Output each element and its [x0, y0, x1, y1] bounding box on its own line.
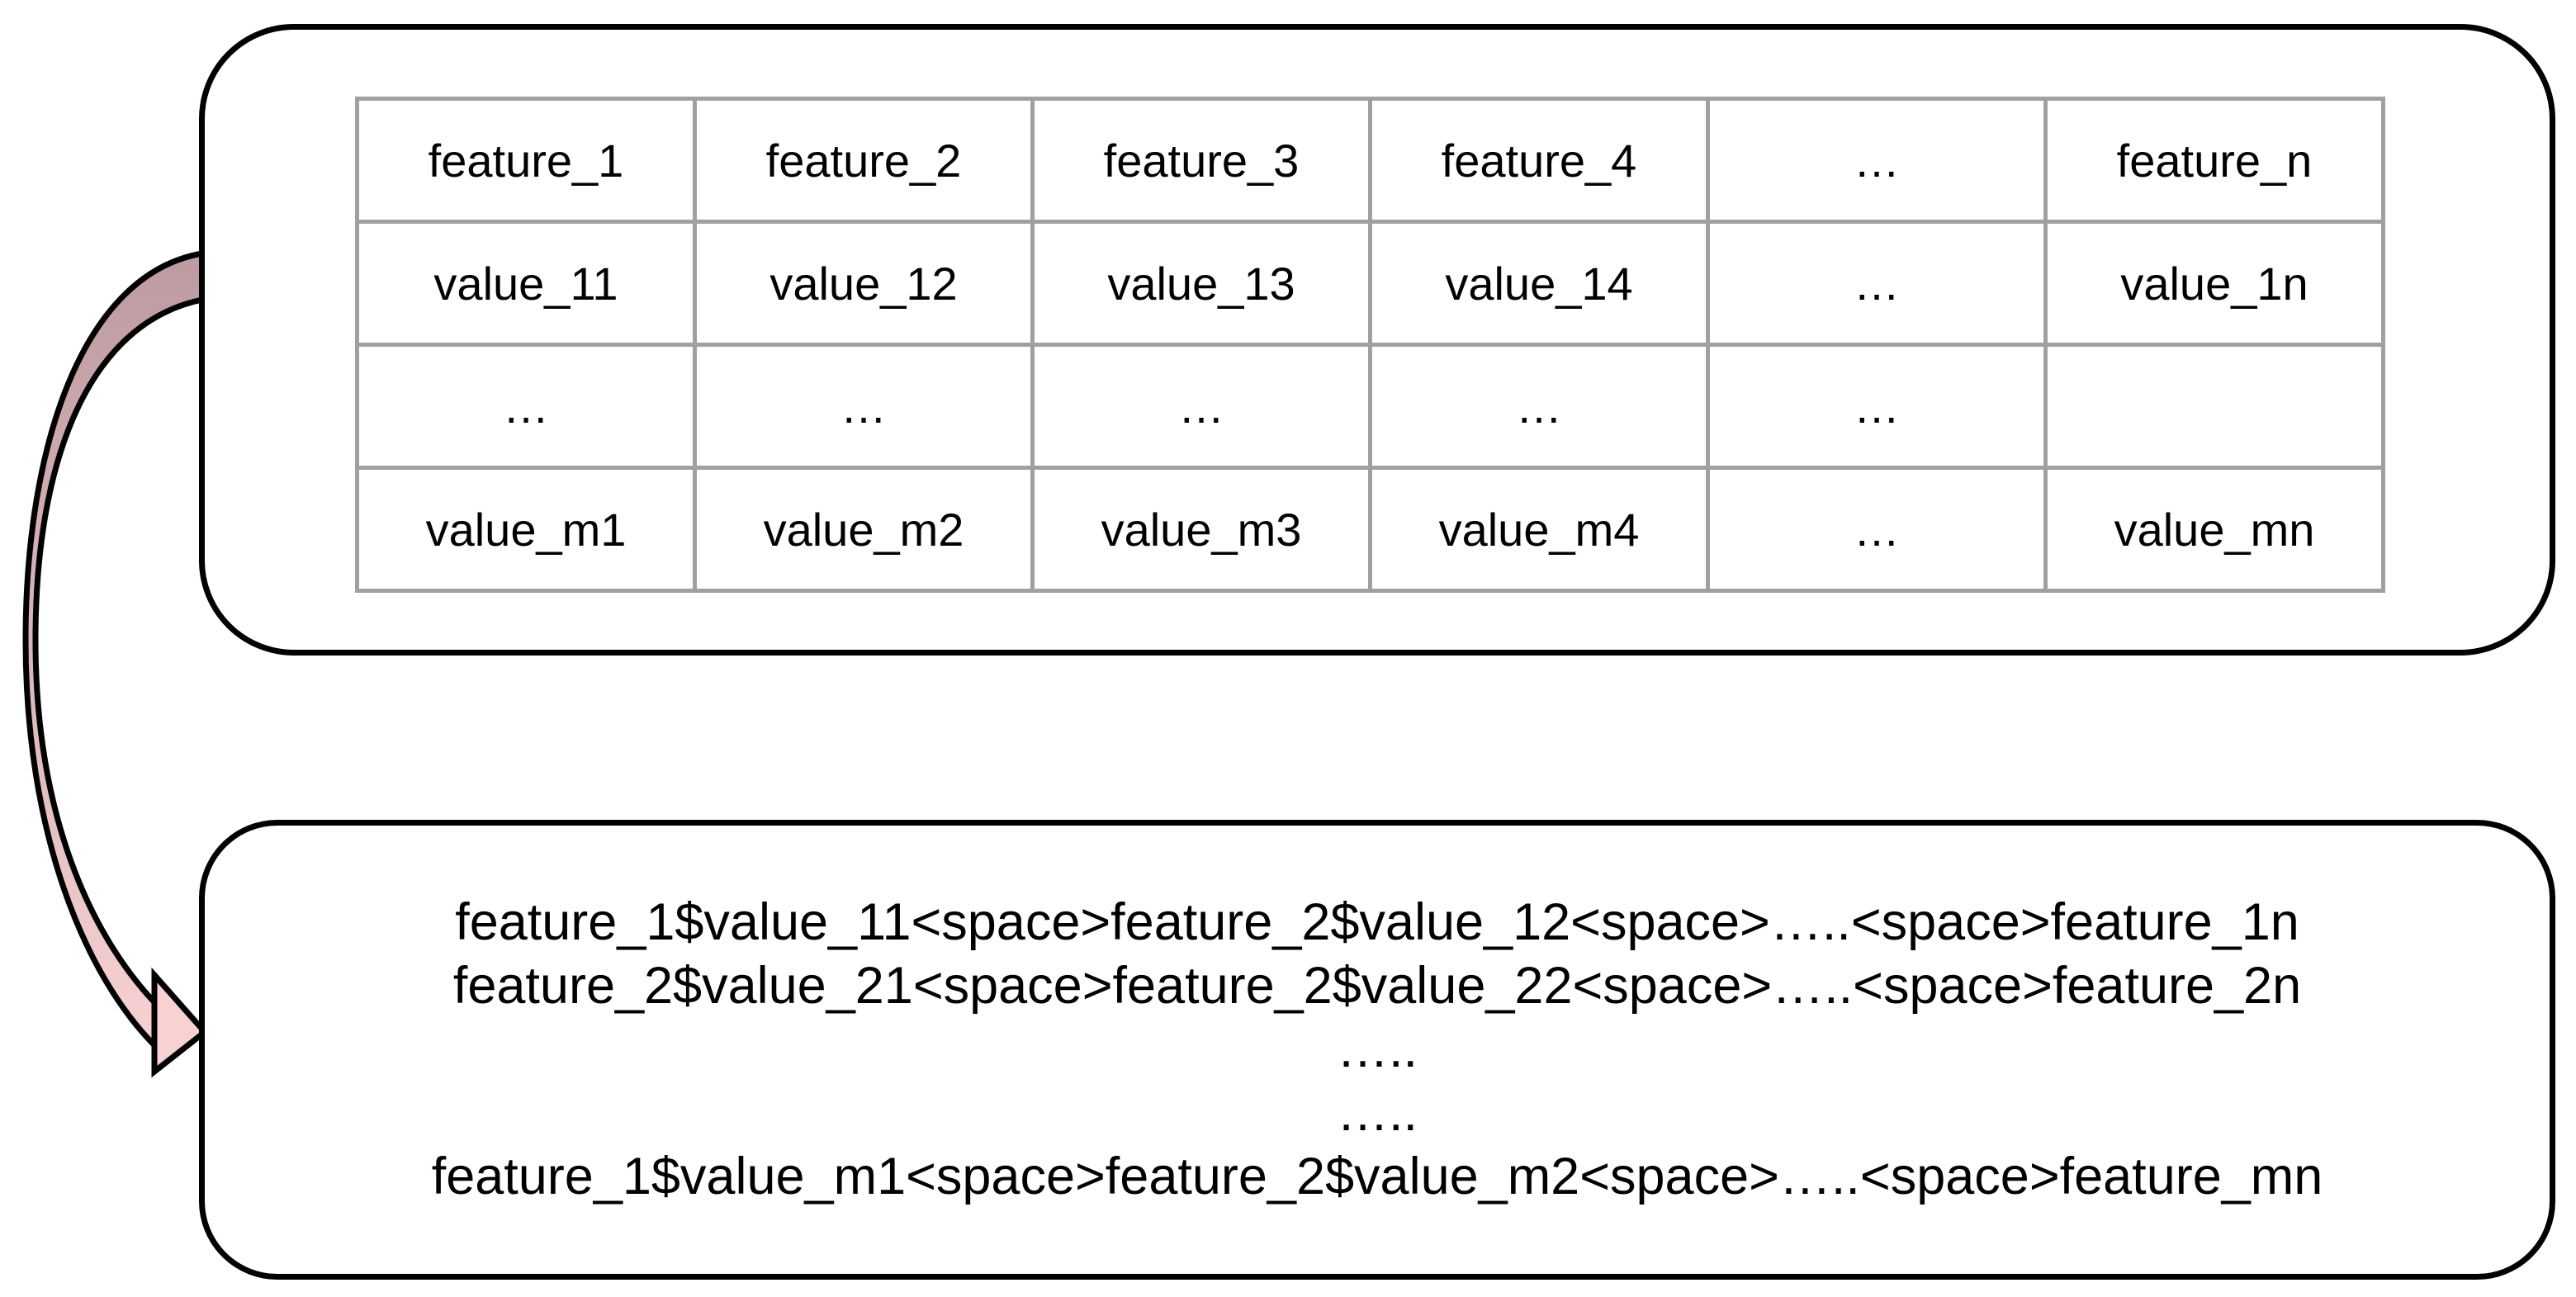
- table-cell: …: [1368, 343, 1710, 470]
- table-cell: …: [693, 343, 1035, 470]
- table-cell: value_m1: [355, 466, 697, 593]
- table-cell: …: [1706, 466, 2048, 593]
- arrow-band: [22, 249, 206, 1053]
- table-cell: …: [1030, 343, 1372, 470]
- serialized-line: …..: [1336, 1084, 1418, 1142]
- serialized-lines: feature_1$value_11<space>feature_2$value…: [205, 826, 2550, 1274]
- table-cell: value_m3: [1030, 466, 1372, 593]
- serialized-line: feature_1$value_m1<space>feature_2$value…: [431, 1148, 2323, 1205]
- table-cell: value_1n: [2043, 220, 2385, 347]
- table-cell: …: [355, 343, 697, 470]
- table-cell: …: [1706, 343, 2048, 470]
- table-cell: feature_n: [2043, 97, 2385, 224]
- table-cell: feature_3: [1030, 97, 1372, 224]
- table-cell: [2043, 343, 2385, 470]
- arrow-head-icon: [151, 967, 210, 1078]
- serialized-line: feature_1$value_11<space>feature_2$value…: [455, 893, 2299, 951]
- table-cell: feature_2: [693, 97, 1035, 224]
- table-cell: value_14: [1368, 220, 1710, 347]
- table-cell: value_11: [355, 220, 697, 347]
- table-cell: value_mn: [2043, 466, 2385, 593]
- serialized-line: …..: [1336, 1020, 1418, 1078]
- table-cell: …: [1706, 220, 2048, 347]
- table-cell: feature_4: [1368, 97, 1710, 224]
- serialized-line: feature_2$value_21<space>feature_2$value…: [452, 957, 2302, 1015]
- table-cell: value_m2: [693, 466, 1035, 593]
- serialized-text-panel: feature_1$value_11<space>feature_2$value…: [199, 820, 2555, 1280]
- table-cell: …: [1706, 97, 2048, 224]
- table-cell: value_12: [693, 220, 1035, 347]
- table-row: ……………: [355, 343, 2385, 470]
- table-cell: feature_1: [355, 97, 697, 224]
- table-cell: value_13: [1030, 220, 1372, 347]
- table-cell: value_m4: [1368, 466, 1710, 593]
